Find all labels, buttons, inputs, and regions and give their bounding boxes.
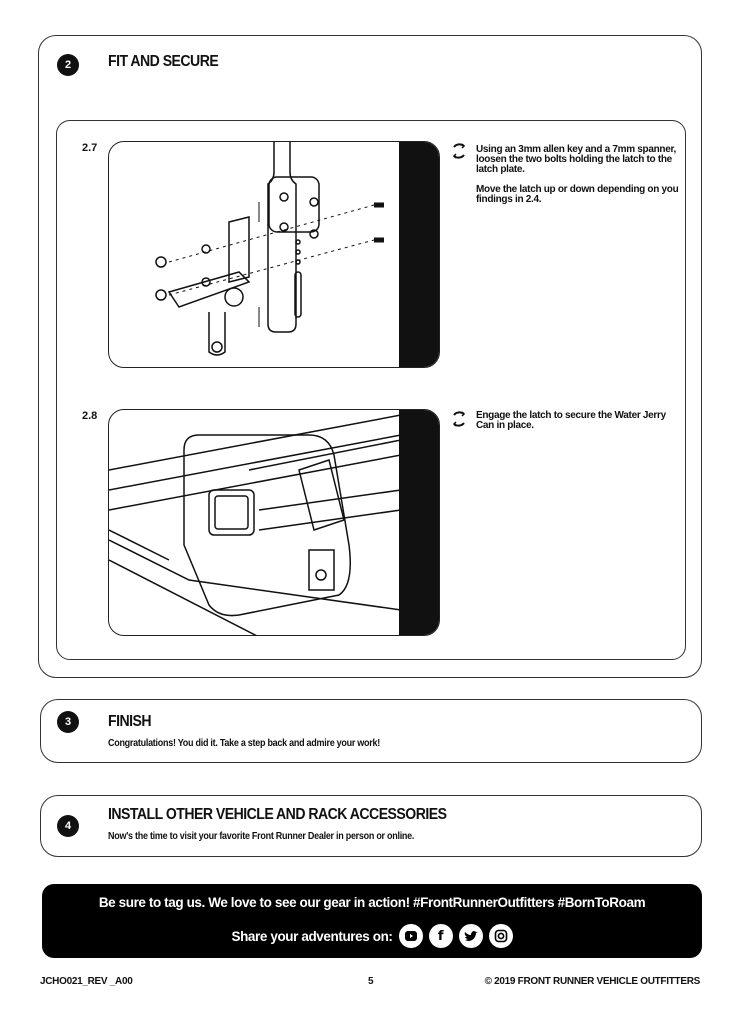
rotate-arrows-icon (452, 143, 466, 159)
instagram-icon[interactable] (488, 924, 513, 948)
step-2-section (38, 35, 702, 678)
tagline: Be sure to tag us. We love to see our ge… (98, 895, 646, 910)
step-4-section (40, 795, 702, 857)
rotate-arrows-icon (452, 411, 466, 427)
figure-label: 2.7 (82, 142, 98, 154)
instruction-2-8: Engage the latch to secure the Water Jer… (476, 411, 681, 431)
step-text: Congratulations! You did it. Take a step… (108, 738, 380, 749)
instruction-text: Using an 3mm allen key and a 7mm spanner… (476, 144, 677, 175)
copyright: © 2019 FRONT RUNNER VEHICLE OUTFITTERS (484, 976, 701, 987)
document-code: JCHO021_REV _A00 (40, 976, 133, 987)
youtube-icon[interactable] (398, 924, 423, 948)
twitter-icon[interactable] (458, 924, 483, 948)
figures-panel (56, 120, 686, 660)
instruction-text: Move the latch up or down depending on y… (476, 184, 679, 205)
jerry-can-latch-illustration (108, 409, 440, 636)
instruction-2-7: Using an 3mm allen key and a 7mm spanner… (476, 145, 691, 205)
figure-label: 2.8 (82, 410, 98, 422)
step-number: 4 (57, 815, 79, 837)
step-3-section (40, 699, 702, 763)
share-label: Share your adventures on: (231, 928, 393, 944)
step-title: FIT AND SECURE (108, 53, 219, 70)
social-footer: Be sure to tag us. We love to see our ge… (42, 884, 702, 958)
black-band (399, 410, 439, 635)
step-title: INSTALL OTHER VEHICLE AND RACK ACCESSORI… (108, 806, 447, 823)
latch-adjust-illustration (108, 141, 440, 368)
step-number: 3 (57, 711, 79, 733)
step-title: FINISH (108, 713, 152, 730)
instruction-text: Engage the latch to secure the Water Jer… (476, 410, 666, 431)
step-text: Now's the time to visit your favorite Fr… (108, 831, 415, 842)
page-number: 5 (368, 976, 374, 987)
facebook-icon[interactable]: f (428, 924, 453, 948)
step-number: 2 (57, 54, 79, 76)
black-band (399, 142, 439, 367)
